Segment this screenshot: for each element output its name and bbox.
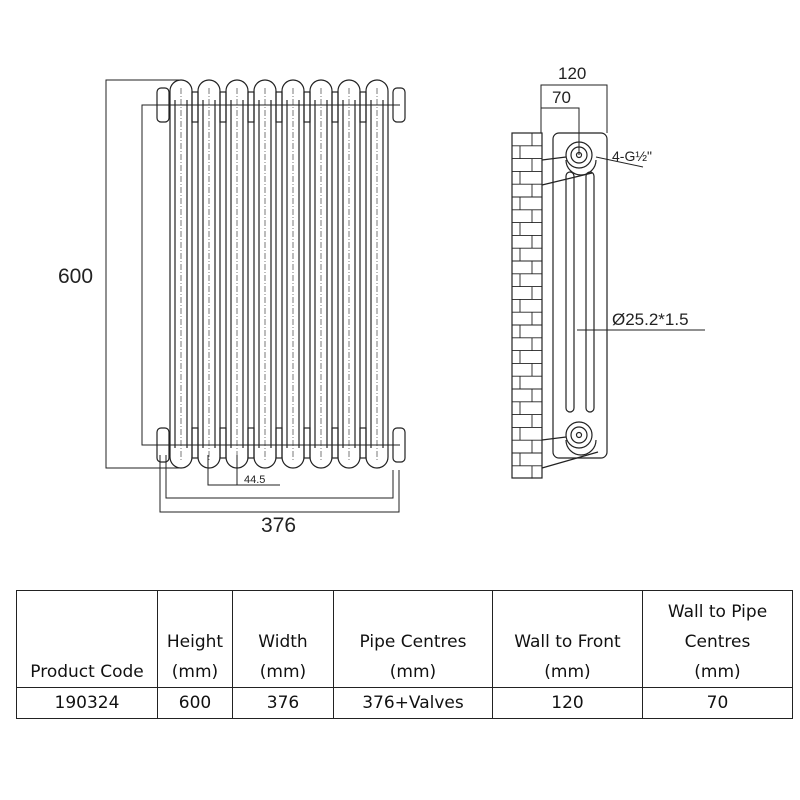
width-label: 376 bbox=[261, 514, 296, 537]
side-view bbox=[511, 84, 705, 479]
header-wall-to-front: Wall to Front(mm) bbox=[492, 590, 643, 688]
header-pipe-centres: Pipe Centres(mm) bbox=[333, 590, 493, 688]
radiator-column bbox=[253, 79, 283, 469]
radiator-side-body bbox=[552, 132, 608, 459]
height-dimension-line bbox=[105, 79, 180, 469]
radiator-column bbox=[225, 79, 255, 469]
radiator-column bbox=[197, 79, 227, 469]
header-product-code: Product Code bbox=[16, 590, 158, 688]
header-width: Width(mm) bbox=[232, 590, 334, 688]
cell-wall-to-pipe-centres: 70 bbox=[642, 687, 793, 719]
pipe-centre-dimension-line bbox=[141, 104, 170, 446]
radiator-column bbox=[169, 79, 199, 469]
header-height: Height(mm) bbox=[157, 590, 233, 688]
technical-drawing: 600 44.5 376 120 70 4-G½" Ø25.2*1.5 bbox=[58, 64, 705, 537]
radiator-column bbox=[337, 79, 367, 469]
tube-slot bbox=[565, 171, 575, 413]
brick-wall bbox=[511, 132, 543, 479]
radiator-column bbox=[365, 79, 389, 469]
radiator-column bbox=[309, 79, 339, 469]
front-view bbox=[142, 79, 406, 469]
cell-width: 376 bbox=[232, 687, 334, 719]
radiator-column bbox=[281, 79, 311, 469]
width-dimension-line bbox=[159, 455, 400, 513]
top-fitting bbox=[565, 141, 597, 176]
pitch-label: 44.5 bbox=[244, 474, 265, 486]
tube-label: Ø25.2*1.5 bbox=[612, 310, 689, 329]
tube-slot bbox=[585, 171, 595, 413]
height-label: 600 bbox=[58, 265, 93, 288]
bottom-fitting bbox=[565, 421, 597, 456]
cell-product-code: 190324 bbox=[16, 687, 158, 719]
pitch-dimension-line bbox=[207, 455, 280, 486]
table-row: 190324 600 376 376+Valves 120 70 bbox=[16, 687, 793, 719]
connection-label: 4-G½" bbox=[612, 148, 652, 164]
spec-table: Product Code Height(mm) Width(mm) Pipe C… bbox=[16, 590, 793, 719]
front-dimensions bbox=[105, 79, 400, 513]
pipe-centres-line bbox=[165, 455, 394, 499]
wall-to-pipe-dimension-line bbox=[541, 107, 580, 155]
cell-wall-to-front: 120 bbox=[492, 687, 643, 719]
depth-label: 120 bbox=[558, 64, 586, 83]
depth-dimension-line bbox=[540, 84, 608, 133]
cell-height: 600 bbox=[157, 687, 233, 719]
wall-to-pipe-label: 70 bbox=[552, 88, 571, 107]
cell-pipe-centres: 376+Valves bbox=[333, 687, 493, 719]
table-header-row: Product Code Height(mm) Width(mm) Pipe C… bbox=[16, 590, 793, 688]
